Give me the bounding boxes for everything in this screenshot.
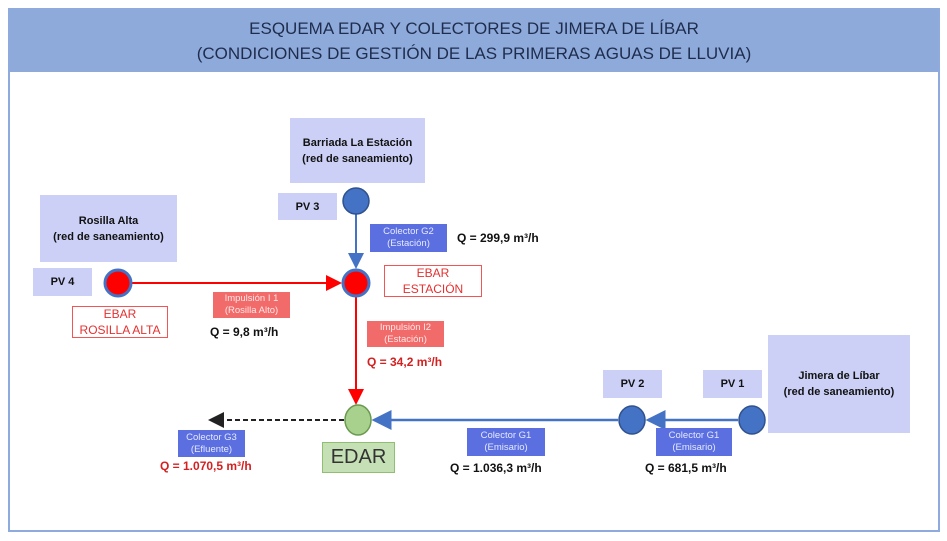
flow-g1a: Q = 1.036,3 m³/h	[450, 461, 542, 475]
area-name: Rosilla Alta	[78, 214, 139, 227]
pv2-label: PV 2	[603, 370, 662, 398]
pv1-node	[738, 405, 766, 435]
label-line: (Rosilla Alto)	[224, 305, 279, 316]
pv3-label: PV 3	[278, 193, 337, 220]
collector-g1-emisario-label: Colector G1(Emisario)	[467, 428, 545, 456]
ebar-estacion-label: EBAR ESTACIÓN	[384, 265, 482, 297]
area-name: Barriada La Estación	[302, 136, 413, 149]
ebar-line: EBAR	[416, 266, 450, 280]
collector-g1-upstream-label: Colector G1(Emisario)	[656, 428, 732, 456]
label-line: (Emisario)	[672, 442, 716, 453]
ebar-line: ROSILLA ALTA	[79, 323, 161, 337]
area-sub: (red de saneamiento)	[53, 230, 164, 243]
impulsion-i1-label: Impulsión I 1(Rosilla Alto)	[213, 292, 290, 318]
collector-g3-label: Colector G3(Efluente)	[178, 430, 245, 457]
ebar-estacion-node	[341, 268, 371, 298]
area-sub: (red de saneamiento)	[302, 152, 413, 165]
ebar-rosilla-label: EBAR ROSILLA ALTA	[72, 306, 168, 338]
pv2-node	[618, 405, 646, 435]
flow-g2: Q = 299,9 m³/h	[457, 231, 539, 245]
title-line-2: (CONDICIONES DE GESTIÓN DE LAS PRIMERAS …	[196, 44, 752, 63]
diagram-title: ESQUEMA EDAR Y COLECTORES DE JIMERA DE L…	[10, 10, 938, 72]
area-name: Jimera de Líbar	[798, 370, 880, 382]
area-barriada: Barriada La Estación (red de saneamiento)	[290, 118, 425, 183]
collector-g2-label: Colector G2(Estación)	[370, 224, 447, 252]
pv4-label: PV 4	[33, 268, 92, 296]
flow-i2: Q = 34,2 m³/h	[367, 355, 443, 369]
label-line: Impulsión I 1	[224, 293, 279, 304]
label-line: (Estación)	[387, 238, 430, 249]
ebar-line: EBAR	[103, 307, 137, 321]
label-line: (Efluente)	[190, 443, 233, 455]
diagram-frame	[8, 8, 940, 532]
label-line: (Estación)	[384, 334, 427, 345]
label-line: Impulsión I2	[379, 322, 432, 333]
pv1-label: PV 1	[703, 370, 762, 398]
flow-g3: Q = 1.070,5 m³/h	[160, 459, 252, 473]
label-line: Colector G1	[480, 430, 532, 441]
edar-node	[344, 404, 372, 436]
label-line: (Emisario)	[484, 442, 528, 453]
label-line: Colector G2	[383, 226, 434, 237]
flow-g1b: Q = 681,5 m³/h	[645, 461, 727, 475]
label-line: Colector G3	[186, 431, 237, 443]
flow-i1: Q = 9,8 m³/h	[210, 325, 279, 339]
edar-label: EDAR	[322, 442, 395, 473]
ebar-rosilla-node	[103, 268, 133, 298]
area-sub: (red de saneamiento)	[783, 386, 895, 398]
label-line: Colector G1	[668, 430, 720, 441]
pv3-node	[342, 187, 370, 215]
area-jimera: Jimera de Líbar (red de saneamiento)	[768, 335, 910, 433]
ebar-line: ESTACIÓN	[402, 282, 464, 296]
impulsion-i2-label: Impulsión I2(Estación)	[367, 321, 444, 347]
area-rosilla: Rosilla Alta (red de saneamiento)	[40, 195, 177, 262]
title-line-1: ESQUEMA EDAR Y COLECTORES DE JIMERA DE L…	[249, 19, 699, 38]
